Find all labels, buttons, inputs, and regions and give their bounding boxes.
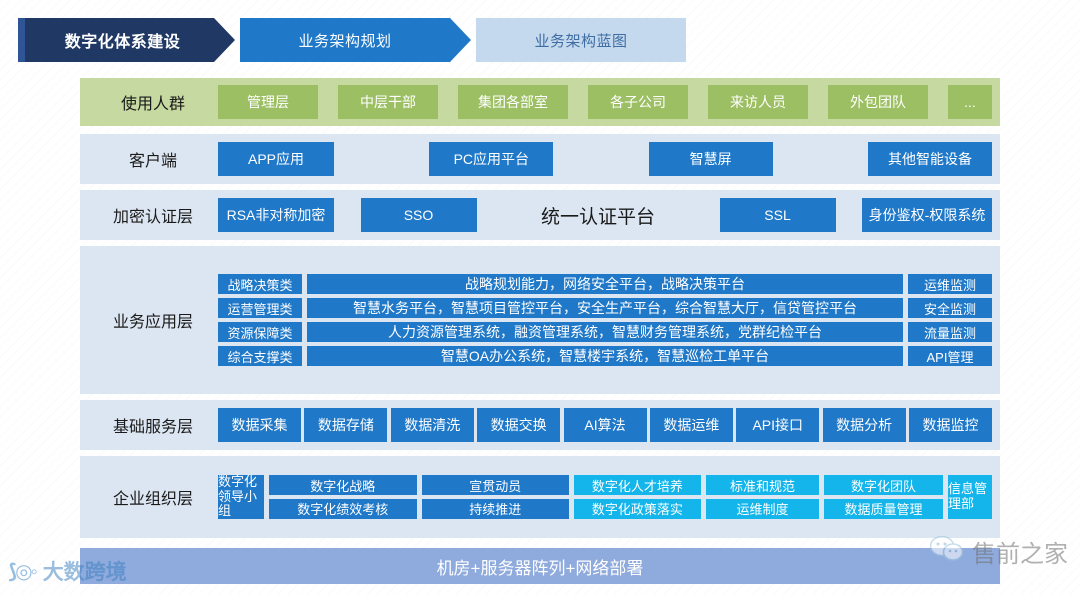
chip-basic-4[interactable]: 数据交换 [477, 408, 561, 442]
breadcrumb-step-2[interactable]: 业务架构规划 [219, 18, 471, 62]
chip-basic-2[interactable]: 数据存储 [304, 408, 388, 442]
breadcrumb-step-1-label: 数字化体系建设 [64, 34, 181, 51]
row-basic-service-cells: 数据采集 数据存储 数据清洗 数据交换 AI算法 数据运维 API接口 数据分析… [218, 408, 992, 442]
chip-digital-strategy[interactable]: 数字化战略 [269, 475, 417, 495]
business-category-2[interactable]: 运营管理类 [218, 298, 302, 318]
row-user-groups-label: 使用人群 [120, 96, 185, 113]
chip-monitor-traffic[interactable]: 流量监测 [908, 322, 992, 342]
chip-policy-implementation[interactable]: 数字化政策落实 [574, 499, 701, 519]
chip-basic-1[interactable]: 数据采集 [218, 408, 301, 442]
watermark-left-label: 大数跨境 [42, 561, 127, 584]
row-enterprise-org-label: 企业组织层 [112, 491, 193, 508]
row-auth-label: 加密认证层 [112, 209, 193, 226]
row-basic-service-label: 基础服务层 [112, 419, 193, 436]
chip-basic-3[interactable]: 数据清洗 [390, 408, 474, 442]
chip-user-2[interactable]: 中层干部 [338, 85, 438, 119]
chip-data-quality[interactable]: 数据质量管理 [824, 499, 943, 519]
row-client-cells: APP应用 PC应用平台 智慧屏 其他智能设备 [218, 142, 992, 176]
chip-basic-7[interactable]: API接口 [736, 408, 820, 442]
chip-ops-system[interactable]: 运维制度 [705, 499, 820, 519]
row-client: 客户端 APP应用 PC应用平台 智慧屏 其他智能设备 [80, 134, 1000, 184]
org-blue-grid: 数字化战略 宣贯动员 数字化绩效考核 持续推进 [269, 475, 569, 519]
chip-auth-rsa[interactable]: RSA非对称加密 [218, 198, 334, 232]
chip-user-more[interactable]: ... [948, 85, 992, 119]
business-monitor-column: 运维监测 安全监测 流量监测 API管理 [908, 274, 992, 366]
chip-monitor-ops[interactable]: 运维监测 [908, 274, 992, 294]
row-business-application: 业务应用层 战略决策类 战略规划能力，网络安全平台，战略决策平台 运营管理类 智… [80, 246, 1000, 394]
chip-monitor-api[interactable]: API管理 [908, 346, 992, 366]
business-line-4: 综合支撑类 智慧OA办公系统，智慧楼宇系统，智慧巡检工单平台 [218, 346, 903, 366]
business-line-3: 资源保障类 人力资源管理系统，融资管理系统，智慧财务管理系统，党群纪检平台 [218, 322, 903, 342]
business-category-4[interactable]: 综合支撑类 [218, 346, 302, 366]
chip-auth-sso[interactable]: SSO [360, 198, 477, 232]
chip-user-4[interactable]: 各子公司 [588, 85, 688, 119]
chip-client-app[interactable]: APP应用 [218, 142, 334, 176]
chip-user-5[interactable]: 来访人员 [708, 85, 808, 119]
business-category-1[interactable]: 战略决策类 [218, 274, 302, 294]
chip-basic-9[interactable]: 数据监控 [909, 408, 992, 442]
org-blue-row-2: 数字化绩效考核 持续推进 [269, 499, 569, 519]
watermark-right: 售前之家 [929, 534, 1068, 569]
business-detail-4[interactable]: 智慧OA办公系统，智慧楼宇系统，智慧巡检工单平台 [307, 346, 903, 366]
chip-client-other-devices[interactable]: 其他智能设备 [867, 142, 992, 176]
row-user-groups: 使用人群 管理层 中层干部 集团各部室 各子公司 来访人员 外包团队 ... [80, 78, 1000, 126]
wechat-icon [929, 535, 964, 567]
org-cyan-grid: 数字化人才培养 标准和规范 数字化团队 数字化政策落实 运维制度 数据质量管理 [574, 475, 943, 519]
chip-basic-6[interactable]: 数据运维 [649, 408, 733, 442]
chip-auth-identity[interactable]: 身份鉴权-权限系统 [862, 198, 992, 232]
business-detail-2[interactable]: 智慧水务平台，智慧项目管控平台，安全生产平台，综合智慧大厅，信贷管控平台 [307, 298, 903, 318]
chip-monitor-security[interactable]: 安全监测 [908, 298, 992, 318]
business-line-1: 战略决策类 战略规划能力，网络安全平台，战略决策平台 [218, 274, 903, 294]
breadcrumb-step-3[interactable]: 业务架构蓝图 [455, 18, 686, 62]
business-detail-3[interactable]: 人力资源管理系统，融资管理系统，智慧财务管理系统，党群纪检平台 [307, 322, 903, 342]
chip-user-1[interactable]: 管理层 [218, 85, 318, 119]
chip-leader-group[interactable]: 数字化领导小组 [218, 474, 264, 519]
watermark-left: ⟆◎◦ 大数跨境 [8, 556, 127, 586]
chip-standards[interactable]: 标准和规范 [705, 475, 820, 495]
org-cyan-row-2: 数字化政策落实 运维制度 数据质量管理 [574, 499, 943, 519]
breadcrumb-step-2-label: 业务架构规划 [298, 32, 392, 50]
chip-digital-team[interactable]: 数字化团队 [824, 475, 943, 495]
business-detail-1[interactable]: 战略规划能力，网络安全平台，战略决策平台 [307, 274, 903, 294]
org-blue-row-1: 数字化战略 宣贯动员 [269, 475, 569, 495]
chip-user-3[interactable]: 集团各部室 [458, 85, 568, 119]
row-business-application-label: 业务应用层 [112, 314, 193, 331]
row-basic-service: 基础服务层 数据采集 数据存储 数据清洗 数据交换 AI算法 数据运维 API接… [80, 400, 1000, 450]
business-lines: 战略决策类 战略规划能力，网络安全平台，战略决策平台 运营管理类 智慧水务平台，… [218, 274, 903, 366]
breadcrumb-step-3-label: 业务架构蓝图 [534, 32, 628, 50]
chip-user-6[interactable]: 外包团队 [828, 85, 928, 119]
chip-promotion-mobilization[interactable]: 宣贯动员 [421, 475, 569, 495]
row-enterprise-org: 企业组织层 数字化领导小组 数字化战略 宣贯动员 数字化绩效考核 持续推进 数字… [80, 456, 1000, 538]
chip-continuous-advance[interactable]: 持续推进 [421, 499, 569, 519]
business-category-3[interactable]: 资源保障类 [218, 322, 302, 342]
row-client-label: 客户端 [128, 153, 177, 170]
enterprise-org-grid: 数字化领导小组 数字化战略 宣贯动员 数字化绩效考核 持续推进 数字化人才培养 … [218, 474, 992, 519]
chip-basic-8[interactable]: 数据分析 [822, 408, 906, 442]
chip-info-management-dept[interactable]: 信息管理部 [948, 475, 992, 519]
chip-auth-ssl[interactable]: SSL [719, 198, 836, 232]
chip-client-screen[interactable]: 智慧屏 [648, 142, 773, 176]
breadcrumb-step-1[interactable]: 数字化体系建设 [18, 18, 235, 62]
breadcrumb: 数字化体系建设 业务架构规划 业务架构蓝图 [18, 18, 718, 62]
chip-talent-development[interactable]: 数字化人才培养 [574, 475, 701, 495]
business-application-grid: 战略决策类 战略规划能力，网络安全平台，战略决策平台 运营管理类 智慧水务平台，… [218, 274, 992, 366]
chip-basic-5[interactable]: AI算法 [563, 408, 647, 442]
dashu-logo-icon: ⟆◎◦ [8, 560, 38, 583]
chip-digital-performance[interactable]: 数字化绩效考核 [269, 499, 417, 519]
business-line-2: 运营管理类 智慧水务平台，智慧项目管控平台，安全生产平台，综合智慧大厅，信贷管控… [218, 298, 903, 318]
chip-client-pc[interactable]: PC应用平台 [429, 142, 554, 176]
row-user-groups-cells: 管理层 中层干部 集团各部室 各子公司 来访人员 外包团队 ... [218, 85, 992, 119]
label-unified-auth-platform: 统一认证平台 [540, 206, 655, 228]
row-auth-cells: RSA非对称加密 SSO 统一认证平台 SSL 身份鉴权-权限系统 [218, 198, 992, 232]
row-auth: 加密认证层 RSA非对称加密 SSO 统一认证平台 SSL 身份鉴权-权限系统 [80, 190, 1000, 240]
watermark-right-label: 售前之家 [972, 541, 1068, 568]
infrastructure-bar: 机房+服务器阵列+网络部署 [80, 548, 1000, 584]
org-cyan-row-1: 数字化人才培养 标准和规范 数字化团队 [574, 475, 943, 495]
